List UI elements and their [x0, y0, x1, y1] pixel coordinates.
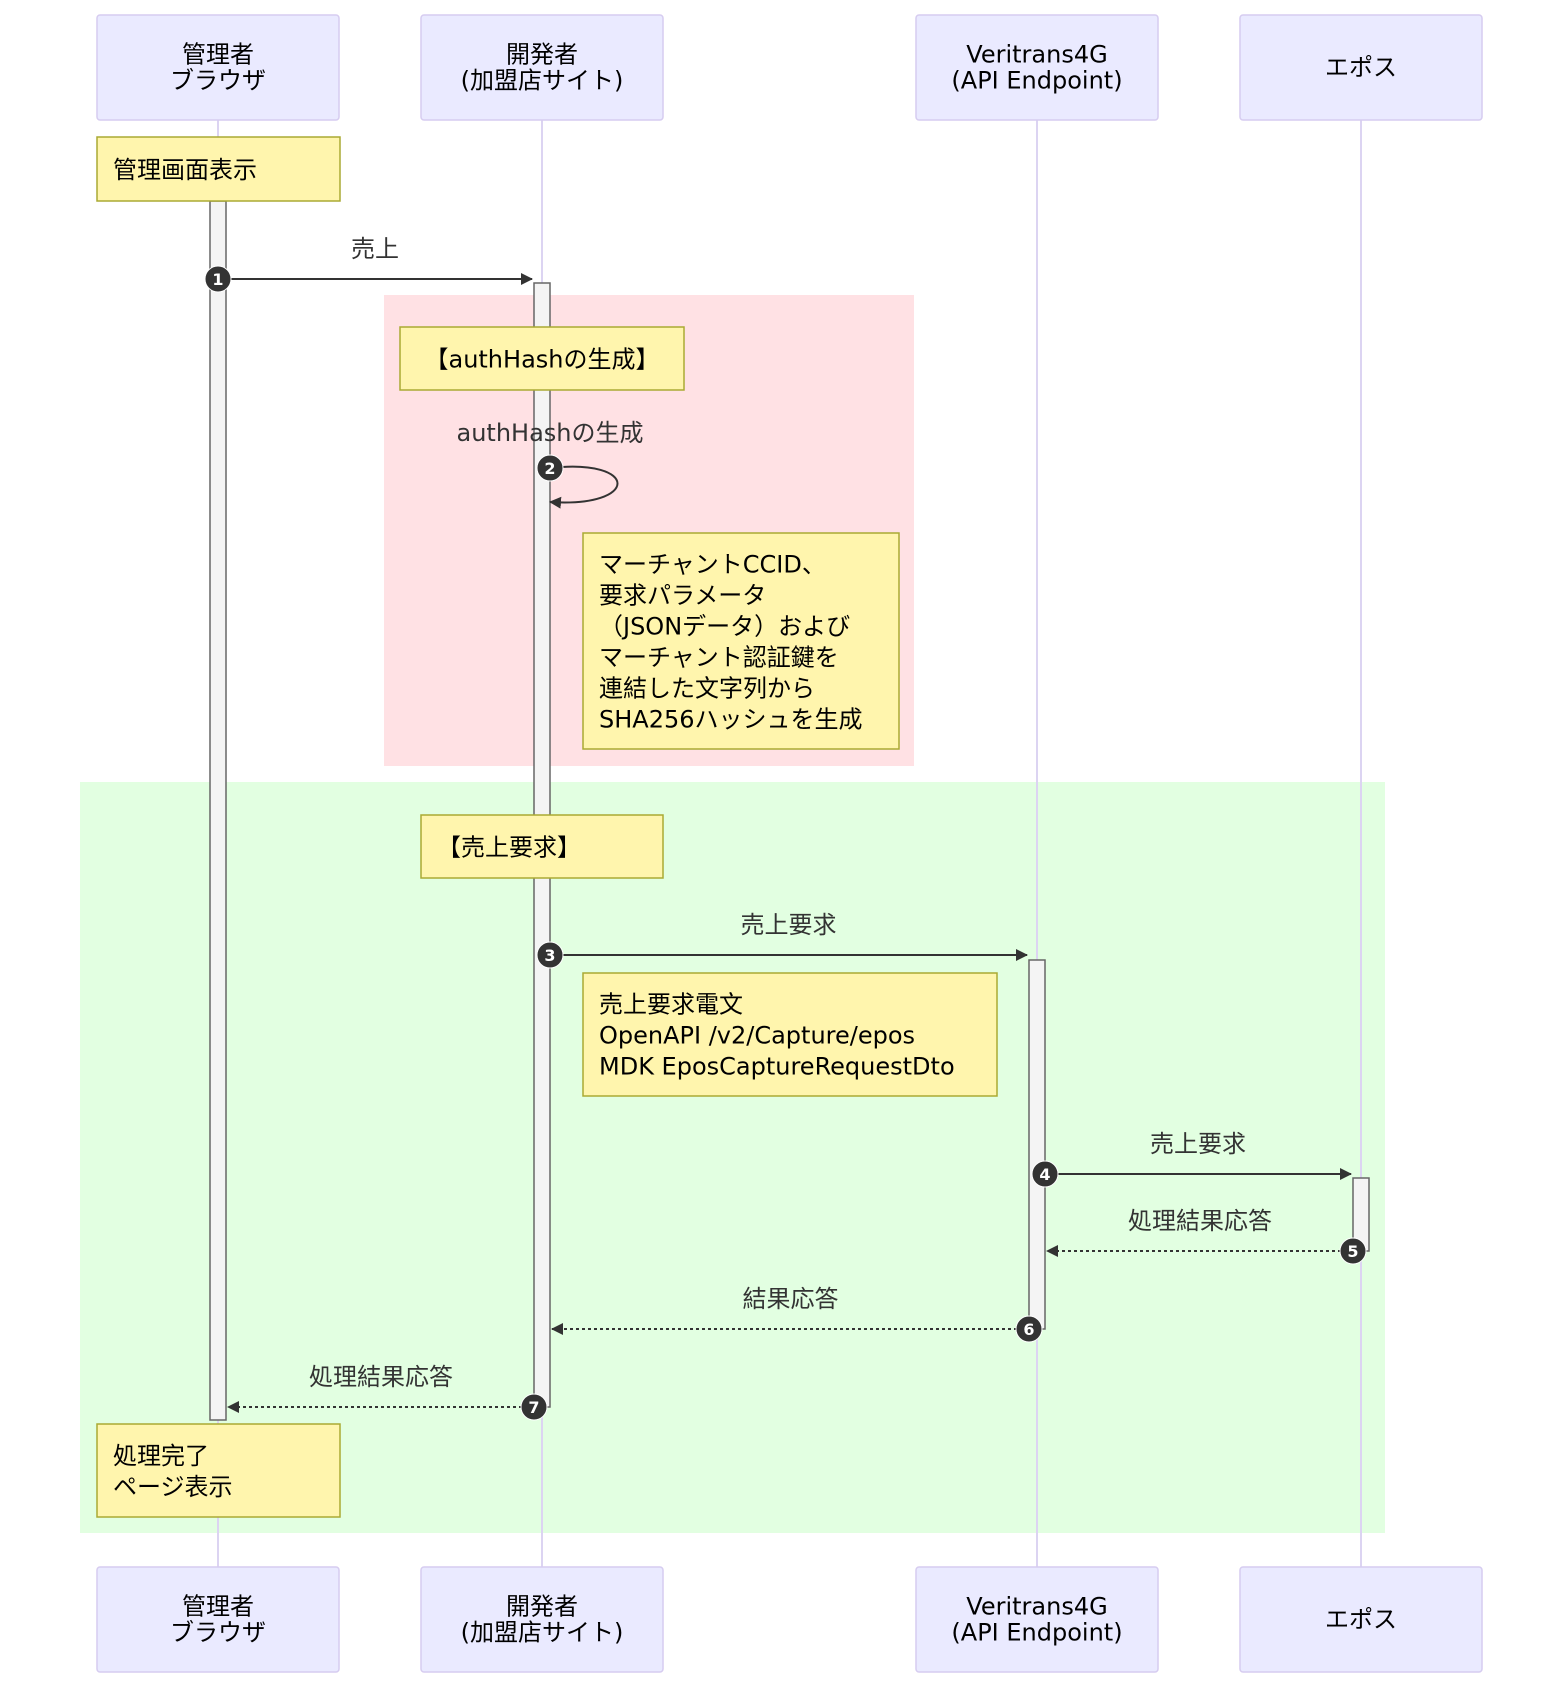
message-6: 結果応答 6	[551, 1285, 1043, 1343]
message-label: 処理結果応答	[1128, 1207, 1272, 1235]
sequence-number-badge	[1339, 1237, 1367, 1265]
note-text: 処理完了	[113, 1442, 209, 1470]
actor-label: 開発者	[506, 41, 578, 69]
sequence-number: 6	[1023, 1320, 1034, 1339]
message-5: 処理結果応答 5	[1046, 1207, 1367, 1265]
note-text: OpenAPI /v2/Capture/epos	[599, 1022, 915, 1050]
actor-label: エポス	[1325, 54, 1397, 82]
note-text: 【authHashの生成】	[424, 346, 659, 374]
message-label: 処理結果応答	[309, 1363, 453, 1391]
sequence-number: 4	[1039, 1165, 1050, 1184]
sequence-number-badge	[1031, 1160, 1059, 1188]
actor-label: ブラウザ	[170, 67, 266, 95]
message-label: 売上要求	[741, 911, 837, 939]
actor-dev-top[interactable]: 開発者(加盟店サイト)	[420, 14, 664, 121]
sequence-number: 7	[528, 1398, 539, 1417]
actor-box	[420, 1566, 664, 1673]
message-4: 売上要求 4	[1031, 1130, 1352, 1188]
note-text: SHA256ハッシュを生成	[599, 706, 863, 734]
activation-bar-browser	[209, 200, 227, 1421]
actor-epos-bottom[interactable]: エポス	[1239, 1566, 1483, 1673]
actor-label: 開発者	[506, 1593, 578, 1621]
actor-label: (加盟店サイト)	[461, 1619, 624, 1647]
actor-label: 管理者	[182, 41, 254, 69]
message-7: 処理結果応答 7	[227, 1363, 548, 1421]
actor-box	[420, 14, 664, 121]
note-box	[399, 326, 685, 391]
sequence-number: 1	[212, 270, 223, 289]
actor-label: 管理者	[182, 1593, 254, 1621]
note-auth-detail: マーチャントCCID、要求パラメータ （JSONデータ）およびマーチャント認証鍵を…	[582, 532, 900, 750]
actor-label: Veritrans4G	[966, 41, 1107, 69]
message-label: 結果応答	[743, 1285, 839, 1313]
note-text: ページ表示	[113, 1473, 233, 1501]
sequence-number-badge	[520, 1393, 548, 1421]
message-label: authHashの生成	[456, 419, 643, 447]
actor-label: エポス	[1325, 1606, 1397, 1634]
actor-label: (加盟店サイト)	[461, 67, 624, 95]
actor-vt-bottom[interactable]: Veritrans4G(API Endpoint)	[915, 1566, 1159, 1673]
actor-label: (API Endpoint)	[951, 1619, 1122, 1647]
message-3: 売上要求 3	[536, 911, 1028, 969]
note-text: 売上要求電文	[599, 991, 743, 1019]
activation-bar-vt	[1028, 959, 1046, 1330]
note-box	[582, 532, 900, 750]
note-box	[96, 1423, 341, 1518]
actor-box	[96, 14, 340, 121]
actor-dev-bottom[interactable]: 開発者(加盟店サイト)	[420, 1566, 664, 1673]
sequence-number: 5	[1347, 1242, 1358, 1261]
message-label: 売上要求	[1150, 1130, 1246, 1158]
note-text: （JSONデータ）および	[599, 613, 850, 641]
message-label: 売上	[351, 235, 399, 263]
message-1: 売上 1	[204, 235, 533, 293]
note-text: マーチャント認証鍵を	[599, 644, 839, 672]
message-2: authHashの生成 2	[456, 419, 644, 509]
actor-box	[1239, 14, 1483, 121]
actor-box	[915, 14, 1159, 121]
sequence-number-badge	[536, 941, 564, 969]
note-text: 【売上要求】	[437, 834, 581, 862]
note-admin-view: 管理画面表示	[96, 136, 341, 202]
note-text: MDK EposCaptureRequestDto	[599, 1053, 955, 1081]
sequence-number: 3	[544, 946, 555, 965]
note-text: 管理画面表示	[113, 156, 257, 184]
sequence-number-badge	[1015, 1315, 1043, 1343]
note-text: マーチャントCCID、	[599, 551, 826, 579]
note-text: 要求パラメータ	[599, 582, 766, 610]
note-auth-section: 【authHashの生成】	[399, 326, 685, 391]
actor-label: Veritrans4G	[966, 1593, 1107, 1621]
actor-epos-top[interactable]: エポス	[1239, 14, 1483, 121]
actor-box	[96, 1566, 340, 1673]
self-message-arrow	[549, 465, 619, 509]
actor-label: (API Endpoint)	[951, 67, 1122, 95]
sequence-number: 2	[544, 459, 555, 478]
actor-box	[915, 1566, 1159, 1673]
note-box	[96, 136, 341, 202]
sequence-number-badge	[536, 454, 564, 482]
actor-label: ブラウザ	[170, 1619, 266, 1647]
actor-vt-top[interactable]: Veritrans4G(API Endpoint)	[915, 14, 1159, 121]
note-text: 連結した文字列から	[599, 675, 815, 703]
note-box	[582, 972, 998, 1097]
sequence-number-badge	[204, 265, 232, 293]
note-capture-section: 【売上要求】	[420, 814, 664, 879]
note-box	[420, 814, 664, 879]
actor-box	[1239, 1566, 1483, 1673]
